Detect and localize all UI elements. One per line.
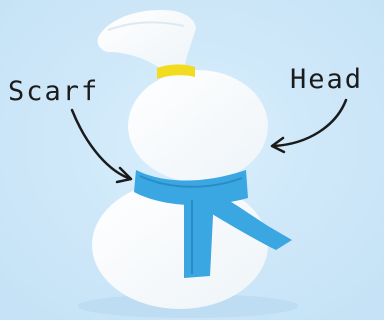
scarf-tail-left bbox=[184, 196, 214, 278]
scarf-label: Scarf bbox=[8, 78, 99, 105]
snowman-head bbox=[128, 70, 268, 182]
head-label: Head bbox=[290, 66, 363, 93]
